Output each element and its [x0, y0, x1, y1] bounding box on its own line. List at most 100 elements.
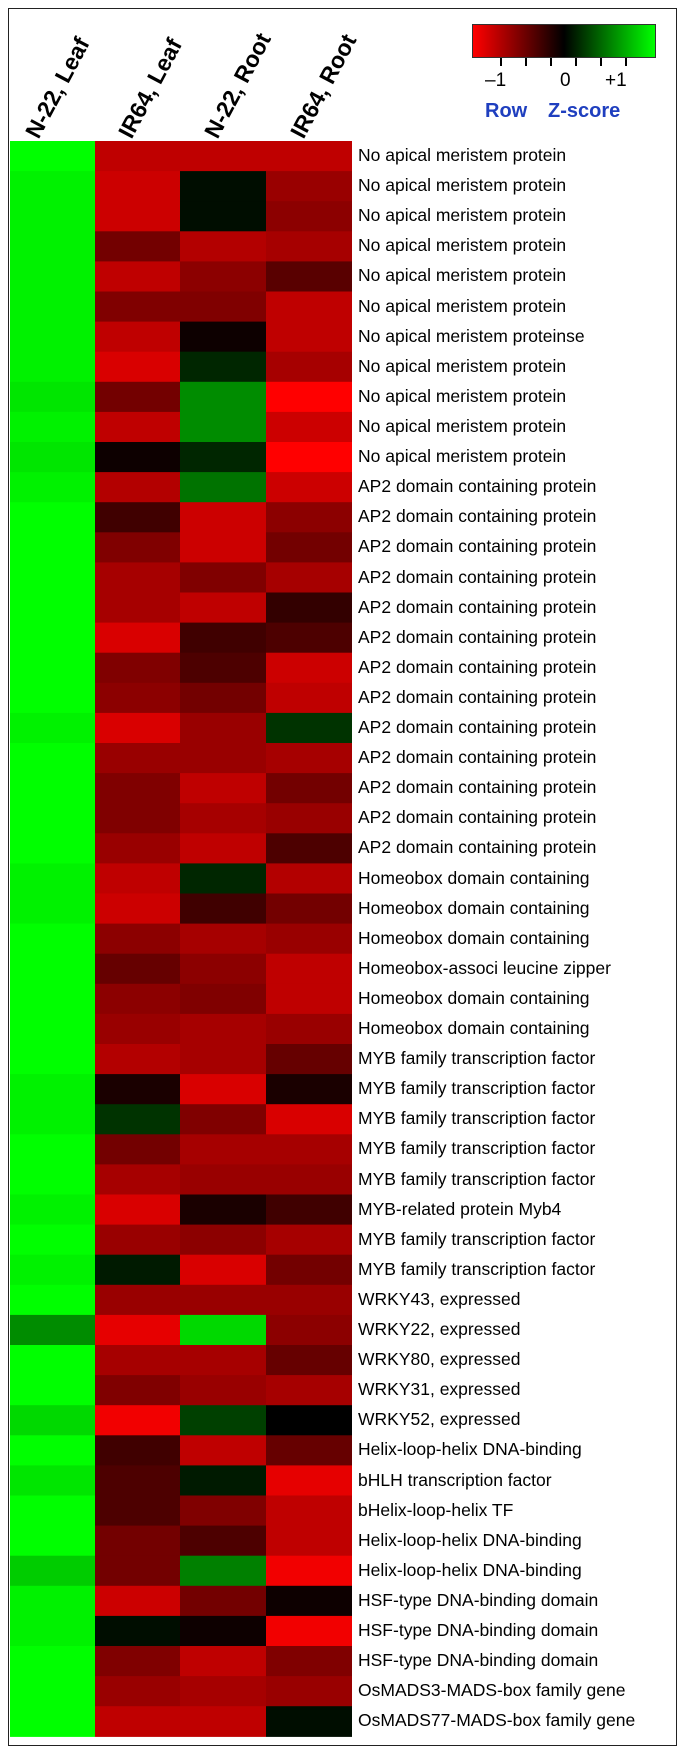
- row-label: Homeobox domain containing: [358, 897, 590, 918]
- heatmap-cell: [180, 712, 266, 744]
- heatmap-cell: [266, 1405, 352, 1436]
- heatmap-cell: [95, 983, 180, 1015]
- heatmap-cell: [10, 1615, 95, 1647]
- heatmap-cell: [10, 1495, 95, 1527]
- heatmap-cell: [95, 1435, 180, 1466]
- row-label: MYB family transcription factor: [358, 1108, 596, 1129]
- heatmap-cell: [266, 1465, 352, 1497]
- heatmap-cell: [95, 502, 180, 533]
- heatmap-cell: [180, 592, 266, 624]
- row-label: No apical meristem protein: [358, 446, 567, 467]
- heatmap-cell: [180, 562, 266, 594]
- legend-tick-label-mid: 0: [560, 70, 571, 91]
- heatmap-cell: [95, 1405, 180, 1436]
- heatmap-cell: [266, 1345, 352, 1376]
- heatmap-cell: [266, 532, 352, 563]
- heatmap-cell: [180, 291, 266, 323]
- heatmap-cell: [180, 773, 266, 804]
- heatmap-cell: [95, 1224, 180, 1256]
- heatmap-cell: [266, 1676, 352, 1707]
- row-label: MYB family transcription factor: [358, 1138, 596, 1159]
- heatmap-cell: [266, 562, 352, 594]
- heatmap-cell: [95, 1375, 180, 1406]
- heatmap-cell: [180, 1585, 266, 1617]
- heatmap-cell: [10, 893, 95, 925]
- heatmap-cell: [180, 442, 266, 473]
- heatmap-cell: [95, 1646, 180, 1677]
- heatmap-cell: [180, 201, 266, 232]
- heatmap-cell: [266, 472, 352, 503]
- heatmap-cell: [95, 1676, 180, 1707]
- row-label: Homeobox-associ leucine zipper: [358, 957, 611, 978]
- row-label: AP2 domain containing protein: [358, 837, 597, 858]
- heatmap-cell: [180, 652, 266, 684]
- heatmap-cell: [180, 1615, 266, 1647]
- heatmap-cell: [266, 743, 352, 774]
- heatmap-cell: [180, 1435, 266, 1466]
- row-label: No apical meristem protein: [358, 265, 567, 286]
- heatmap-cell: [10, 1585, 95, 1617]
- heatmap-cell: [10, 1706, 95, 1737]
- heatmap-cell: [10, 953, 95, 985]
- heatmap-cell: [95, 442, 180, 473]
- heatmap-cell: [95, 1525, 180, 1557]
- heatmap-cell: [95, 1134, 180, 1165]
- row-label: AP2 domain containing protein: [358, 506, 597, 527]
- heatmap-cell: [180, 171, 266, 202]
- heatmap-cell: [266, 1615, 352, 1647]
- heatmap-cell: [95, 953, 180, 985]
- row-label: AP2 domain containing protein: [358, 476, 597, 497]
- heatmap-cell: [95, 171, 180, 202]
- row-label: AP2 domain containing protein: [358, 596, 597, 617]
- heatmap-cell: [10, 983, 95, 1015]
- heatmap-cell: [180, 231, 266, 262]
- heatmap-cell: [95, 1314, 180, 1346]
- heatmap-cell: [266, 773, 352, 804]
- heatmap-cell: [10, 231, 95, 262]
- heatmap-cell: [266, 381, 352, 413]
- heatmap-cell: [95, 1044, 180, 1075]
- heatmap-cell: [10, 1375, 95, 1406]
- row-label: WRKY80, expressed: [358, 1349, 521, 1369]
- heatmap-cell: [180, 1134, 266, 1165]
- row-label: bHLH transcription factor: [358, 1469, 552, 1490]
- row-label: AP2 domain containing protein: [358, 656, 597, 677]
- heatmap-cell: [266, 411, 352, 443]
- row-label: WRKY52, expressed: [358, 1409, 521, 1430]
- heatmap-cell: [266, 351, 352, 383]
- heatmap-cell: [10, 1224, 95, 1256]
- heatmap-cell: [95, 1164, 180, 1196]
- heatmap-cell: [266, 1284, 352, 1316]
- legend-tick: [600, 58, 602, 66]
- heatmap-cell: [266, 1585, 352, 1617]
- heatmap-cell: [266, 1555, 352, 1587]
- heatmap-cell: [266, 261, 352, 293]
- heatmap-cell: [10, 743, 95, 774]
- heatmap-cell: [266, 592, 352, 624]
- heatmap-cell: [10, 201, 95, 232]
- row-label: OsMADS3-MADS-box family gene: [358, 1680, 626, 1701]
- legend-tick: [550, 58, 552, 66]
- heatmap-cell: [266, 442, 352, 473]
- heatmap-cell: [95, 863, 180, 895]
- heatmap-cell: [180, 1525, 266, 1557]
- heatmap-cell: [266, 502, 352, 533]
- heatmap-cell: [10, 1284, 95, 1316]
- legend-tick: [525, 58, 527, 66]
- heatmap-cell: [10, 803, 95, 834]
- heatmap-cell: [10, 1164, 95, 1196]
- heatmap-cell: [10, 1646, 95, 1677]
- heatmap-cell: [95, 833, 180, 864]
- heatmap-cell: [180, 1465, 266, 1497]
- heatmap-cell: [10, 1555, 95, 1587]
- heatmap-cell: [10, 351, 95, 383]
- heatmap-cell: [10, 1134, 95, 1165]
- heatmap-cell: [10, 411, 95, 443]
- heatmap-cell: [266, 1525, 352, 1557]
- heatmap-cell: [180, 1405, 266, 1436]
- heatmap-cell: [180, 502, 266, 533]
- heatmap-cell: [180, 1224, 266, 1256]
- heatmap-cell: [266, 231, 352, 262]
- heatmap-cell: [180, 863, 266, 895]
- heatmap-cell: [10, 622, 95, 654]
